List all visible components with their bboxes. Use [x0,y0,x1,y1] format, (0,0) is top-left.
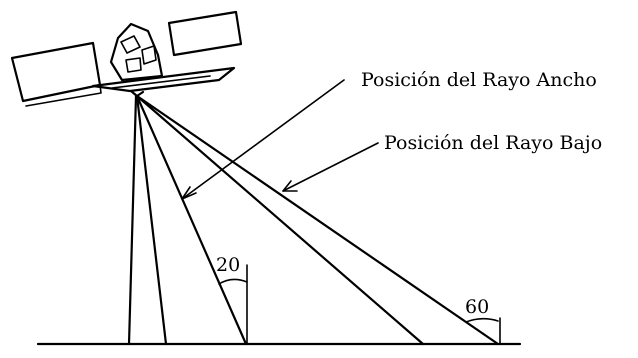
angle-label-far: 60 [465,296,490,318]
wide-beam-arrow [181,79,345,200]
wide-beam-label: Posición del Rayo Ancho [361,69,597,91]
low-beam-arrow [282,142,379,192]
angle-marker-60 [465,317,501,345]
nadir-line [127,94,138,346]
angle-label-near: 20 [216,254,241,276]
beam-lines [135,94,500,346]
angle-marker-20 [218,264,248,345]
satellite-icon [10,10,243,107]
low-beam-label: Posición del Rayo Bajo [384,132,603,154]
